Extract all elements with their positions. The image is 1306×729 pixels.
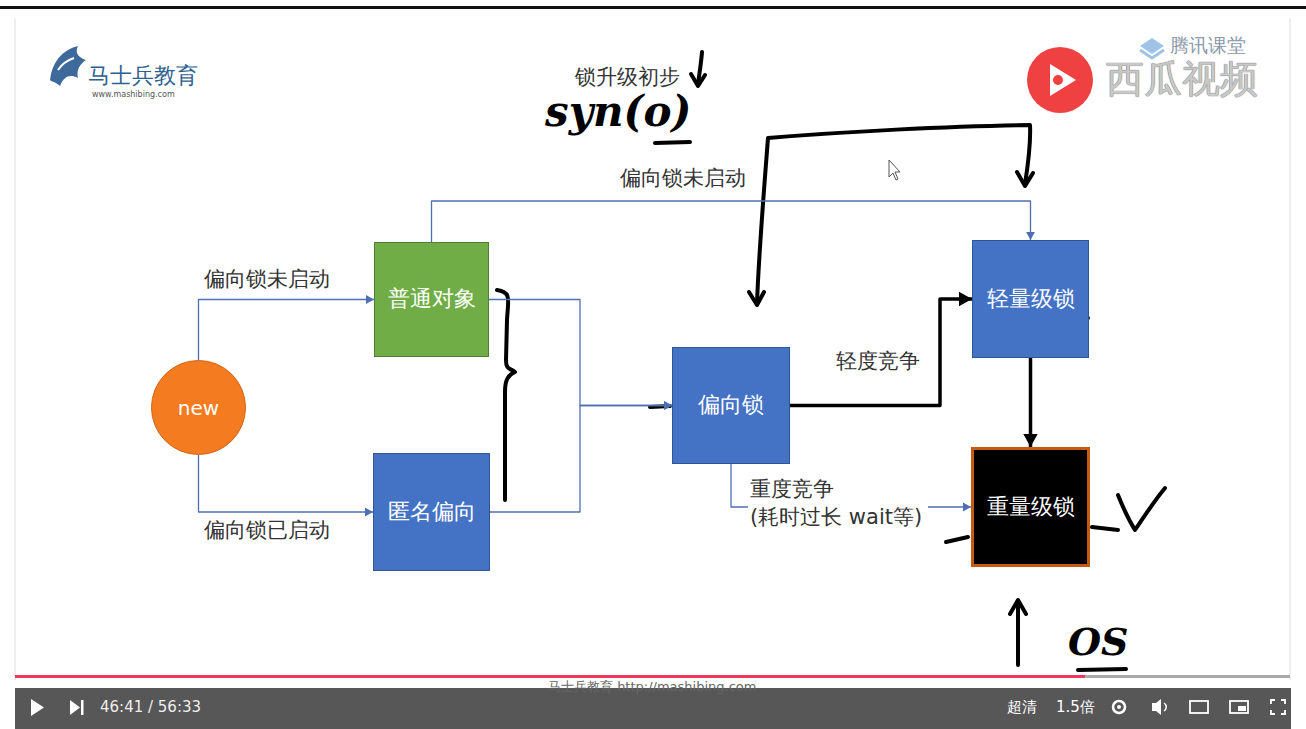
arrowhead [1023,434,1037,447]
progress-rest [1085,675,1290,678]
connector [199,455,374,516]
arrowhead [664,401,672,410]
arrowhead [365,508,373,517]
connector-line [1029,358,1033,447]
arrowhead [959,292,972,306]
hand-dash [946,537,968,542]
frame-line [1290,18,1291,680]
state-box: 偏向锁 [672,347,790,464]
connector [199,295,375,360]
edge-label: 偏向锁未启动 [202,266,332,294]
arrowhead [1026,232,1035,240]
connector [490,401,672,512]
state-box: 重量级锁 [971,447,1090,567]
connector [432,201,1035,242]
footer-watermark: 马士兵教育 http://mashibing.com [548,679,756,695]
brand-name: 马士兵教育 [88,62,198,90]
hand-underline [655,142,690,143]
node-label: 普通对象 [388,286,476,312]
player-bar [15,688,1291,729]
logo-icon [50,46,86,86]
connector [790,292,972,406]
connector-line [432,201,1031,242]
edge-label: 偏向锁未启动 [618,165,748,193]
hand-arrowhead [1017,172,1033,186]
hand-checkmark [1092,488,1165,530]
mouse-cursor [889,160,900,180]
time-display: 46:41 / 56:33 [100,698,201,717]
edge-label: 轻度竞争 [834,348,922,376]
frame-line [15,18,16,680]
watermark: 西瓜视频 [1106,56,1258,104]
arrowhead [963,503,971,512]
progress-played [15,675,1085,678]
node-label: new [178,396,219,420]
node-label: 轻量级锁 [987,286,1075,312]
state-box: 匿名偏向 [373,453,490,571]
watermark: 腾讯课堂 [1170,34,1246,58]
node-label: 重量级锁 [987,494,1075,520]
hand-underline [1078,669,1126,670]
start-circle: new [151,360,246,455]
hand-arrowhead [691,74,705,86]
xigua-logo [1027,47,1093,113]
player-icons [31,699,1285,716]
connector [1023,358,1037,447]
connector-line [490,406,672,513]
edge-label: 重度竞争 (耗时过长 wait等) [748,476,928,532]
handwritten-note: syn(o) [545,86,691,139]
connector-line [199,455,374,512]
tencent-icon [1140,38,1164,58]
arrowhead [366,295,374,304]
state-box: 普通对象 [374,242,489,357]
node-label: 匿名偏向 [388,499,476,525]
connector-line [199,300,375,361]
connector-line [489,300,672,406]
slide-title: 锁升级初步 [575,64,680,90]
handwritten-note: OS [1068,618,1129,666]
hand-up-arrow [1010,600,1026,665]
hand-arrowhead [749,292,764,305]
brand-url: www.mashibing.com [92,90,175,100]
speed-button: 1.5倍 [1056,698,1095,717]
arrowhead [664,401,672,410]
top-rule [0,6,1306,9]
connector-line [790,299,972,406]
quality-button: 超清 [1007,698,1037,717]
connector [489,300,672,410]
state-box: 轻量级锁 [972,240,1089,358]
node-label: 偏向锁 [698,392,764,418]
hand-brace [497,290,515,500]
edge-label: 偏向锁已启动 [202,517,332,545]
